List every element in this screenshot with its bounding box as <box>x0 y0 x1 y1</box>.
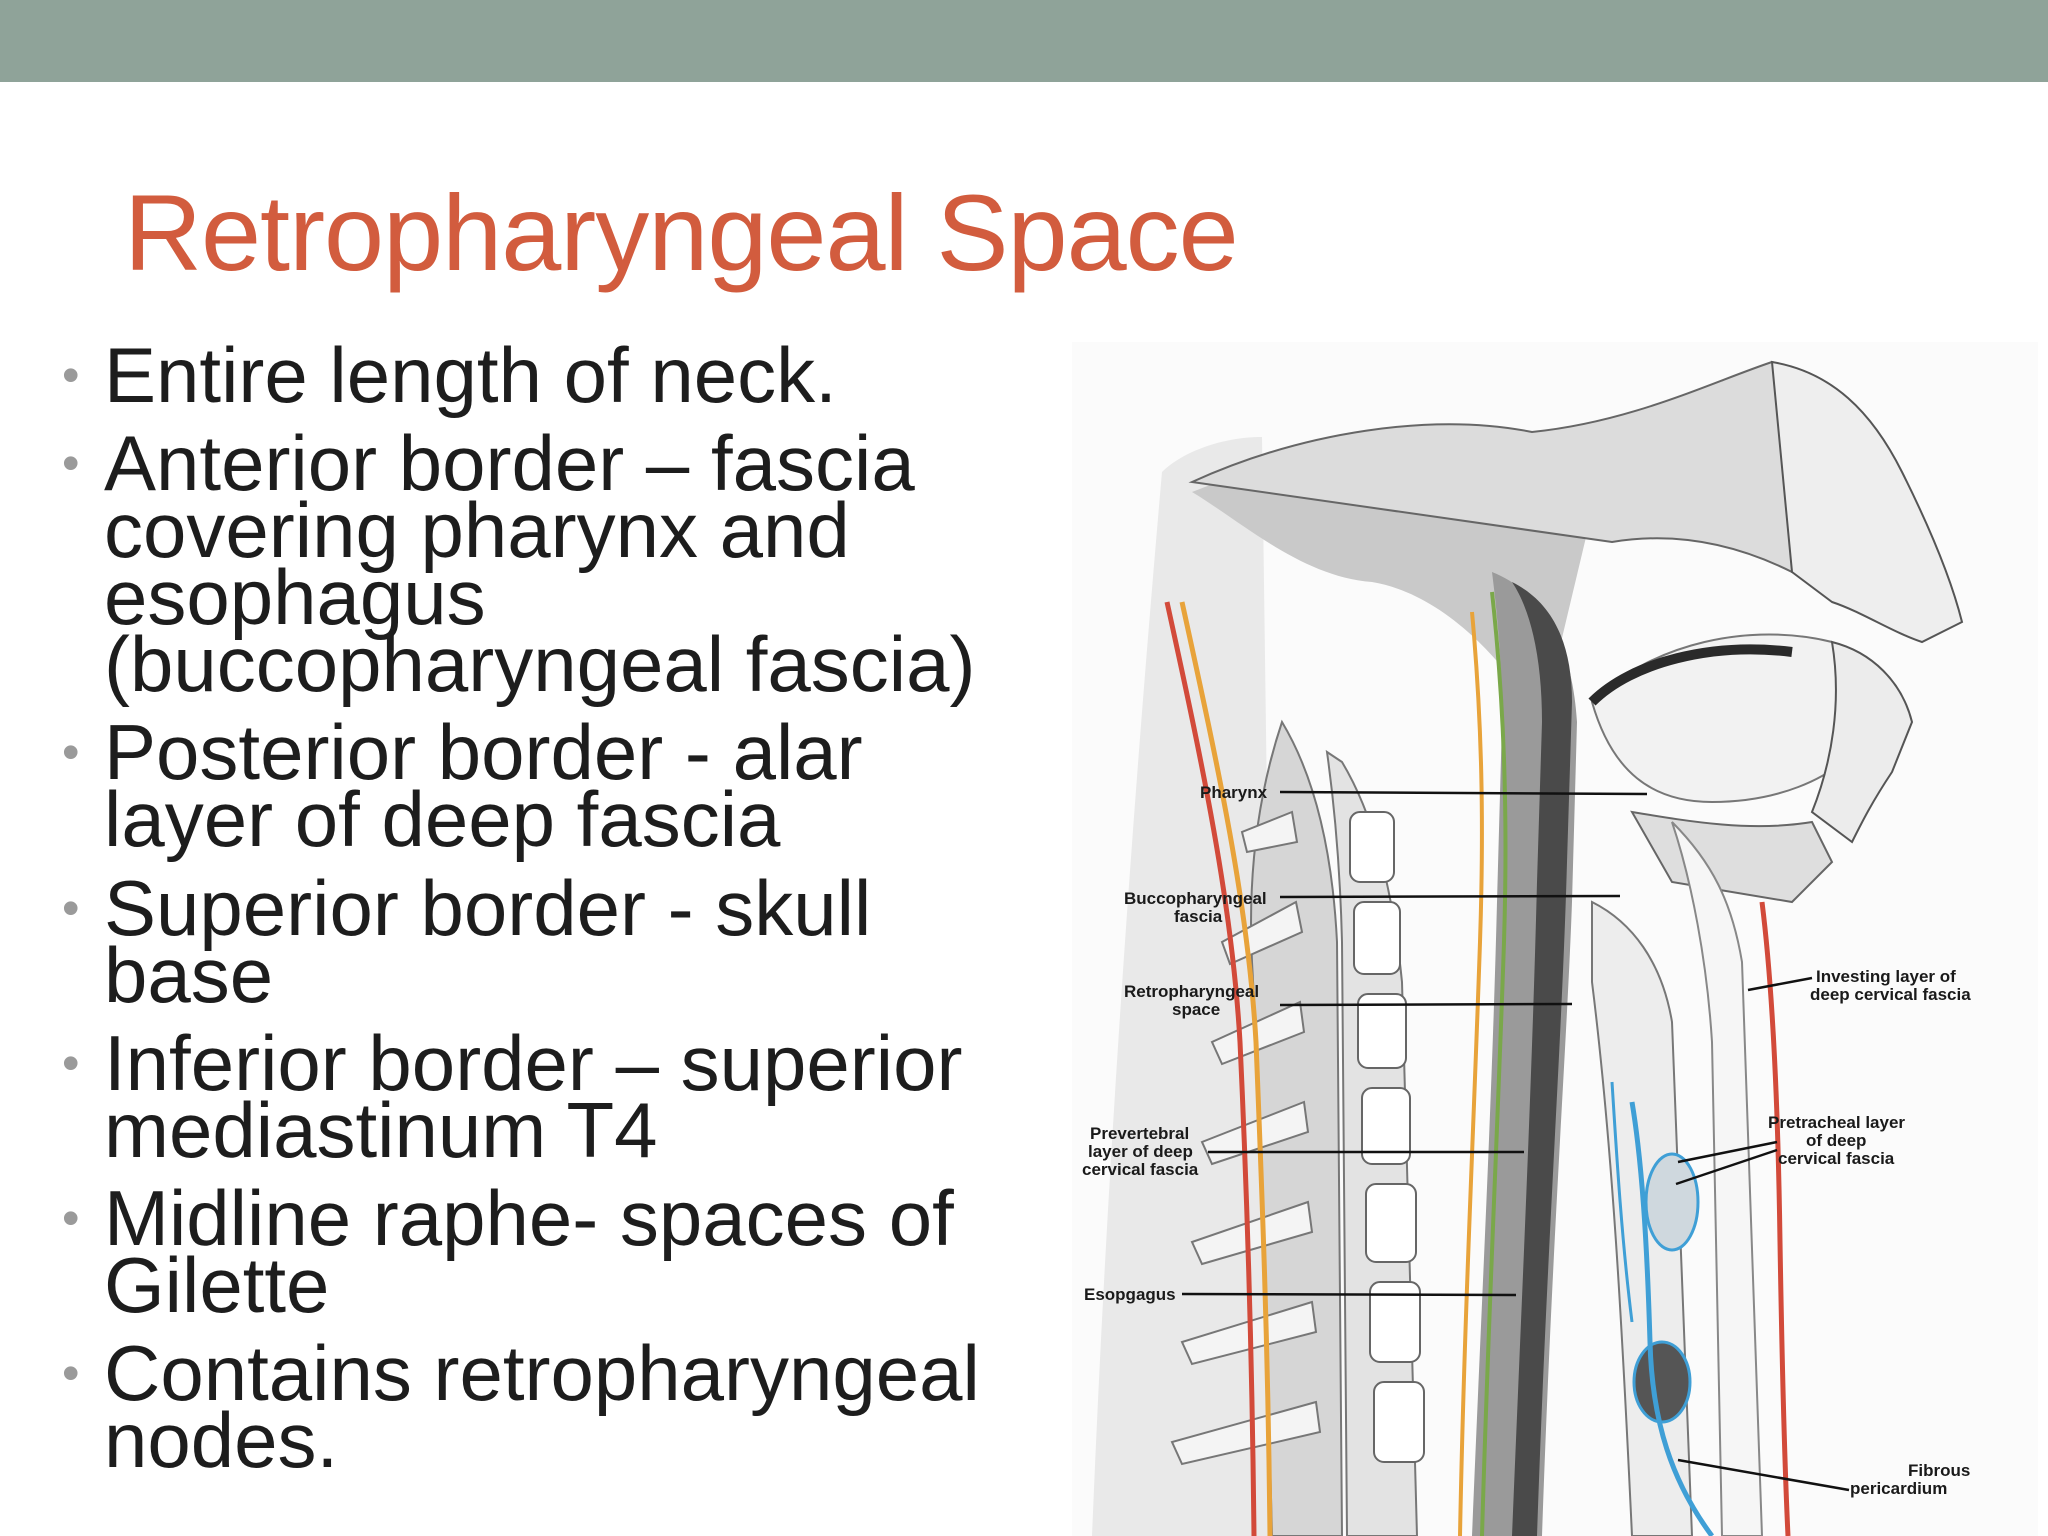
fascia-orange-posterior <box>1179 601 1273 1536</box>
fascia-green <box>1480 591 1508 1536</box>
bullet-marker: • <box>62 724 80 781</box>
bullet-marker: • <box>62 879 80 936</box>
bullet-item: •Inferior border – superior mediastinum … <box>56 1024 1016 1169</box>
label-esophagus: Esopgagus <box>1084 1285 1176 1304</box>
bullet-marker: • <box>62 1189 80 1246</box>
label-buccopharyngeal: Buccopharyngeal <box>1124 889 1267 908</box>
label-retropharyngeal: Retropharyngeal <box>1124 982 1259 1001</box>
label-prevertebral: Prevertebral <box>1090 1124 1189 1143</box>
bullet-marker: • <box>62 347 80 403</box>
label-investing-fascia: deep cervical fascia <box>1810 985 1971 1004</box>
label-pharynx: Pharynx <box>1200 783 1268 802</box>
skull-bone <box>1188 360 1914 584</box>
bullet-item: •Contains retropharyngeal nodes. <box>56 1334 1016 1479</box>
bullet-item: •Midline raphe- spaces of Gilette <box>56 1179 1016 1324</box>
bullet-text: Entire length of neck. <box>104 331 837 419</box>
fascia-blue-pretracheal <box>1629 1101 1715 1536</box>
bullet-item: •Entire length of neck. <box>56 336 1016 414</box>
slide-title: Retropharyngeal Space <box>124 172 1239 293</box>
label-fibrous: Fibrous <box>1908 1461 1970 1480</box>
bullet-text: Anterior border – fascia covering pharyn… <box>104 419 976 709</box>
nasal-region <box>1770 360 1964 644</box>
leader-lines <box>1181 790 1850 1492</box>
bullet-marker: • <box>62 1345 80 1402</box>
label-prevertebral-layer: layer of deep <box>1088 1142 1193 1161</box>
lips <box>1810 640 1914 844</box>
fascia-blue-pretracheal-inner <box>1610 1081 1634 1323</box>
pharynx-lumen <box>1512 582 1572 1536</box>
neck-sagittal-diagram: Pharynx Buccopharyngeal fascia Retrophar… <box>1072 342 2038 1536</box>
thymus <box>1632 1340 1692 1424</box>
bullet-text: Contains retropharyngeal nodes. <box>104 1329 980 1485</box>
top-bar <box>0 0 2048 82</box>
label-investing-layer: Investing layer of <box>1816 967 1956 986</box>
vertebral-bodies <box>1349 811 1425 1463</box>
label-pretracheal-of-deep: of deep <box>1806 1131 1866 1150</box>
bullet-item: •Anterior border – fascia covering phary… <box>56 424 1016 703</box>
bullet-text: Midline raphe- spaces of Gilette <box>104 1173 954 1329</box>
label-pretracheal-fascia: cervical fascia <box>1778 1149 1895 1168</box>
fascia-red-posterior <box>1164 601 1257 1536</box>
bullet-marker: • <box>62 1034 80 1091</box>
label-buccopharyngeal-fascia: fascia <box>1174 907 1223 926</box>
bullet-marker: • <box>62 435 80 492</box>
palate <box>1588 644 1793 706</box>
neck-diagram-svg: Pharynx Buccopharyngeal fascia Retrophar… <box>1072 342 2038 1536</box>
bullet-list: •Entire length of neck. •Anterior border… <box>56 336 1016 1495</box>
anterior-neck <box>1671 821 1764 1536</box>
posterior-neck-tissue <box>1092 437 1277 1536</box>
label-prevertebral-fascia: cervical fascia <box>1082 1160 1199 1179</box>
label-pericardium: pericardium <box>1850 1479 1947 1498</box>
bullet-text: Posterior border - alar layer of deep fa… <box>104 708 863 864</box>
bullet-text: Superior border - skull base <box>104 863 872 1019</box>
bullet-item: •Posterior border - alar layer of deep f… <box>56 713 1016 858</box>
label-pretracheal-layer: Pretracheal layer <box>1768 1113 1905 1132</box>
bullet-text: Inferior border – superior mediastinum T… <box>104 1018 963 1174</box>
bullet-item: •Superior border - skull base <box>56 869 1016 1014</box>
thyroid <box>1644 1152 1700 1252</box>
fascia-orange-anterior <box>1458 611 1484 1536</box>
label-retropharyngeal-space: space <box>1172 1000 1220 1019</box>
